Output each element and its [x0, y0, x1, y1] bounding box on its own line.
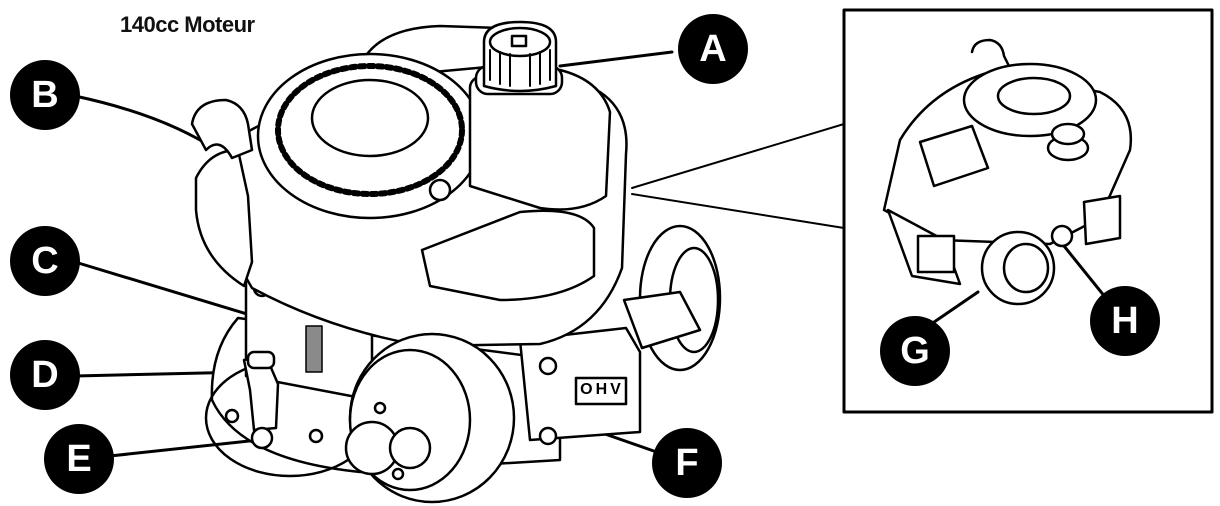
callout-b: B [10, 60, 80, 130]
callout-g: G [880, 316, 950, 386]
bolt [538, 426, 558, 446]
ohv-badge-frame [574, 376, 628, 406]
base-bolt [224, 408, 240, 424]
inset-fuel-cap-top [1050, 122, 1086, 146]
drain-plug [250, 426, 274, 450]
starter-handle [190, 98, 254, 160]
callout-a: A [678, 14, 748, 84]
zoom-line-bottom [631, 193, 845, 229]
callout-e: E [44, 424, 114, 494]
label-plate [305, 325, 323, 373]
leader-b [73, 94, 202, 142]
inset-frame [842, 8, 1214, 414]
filter-bolt [373, 401, 387, 415]
inset-starter-handle [970, 38, 1014, 74]
ohv-badge: OHV [580, 381, 624, 398]
inset-bracket [1082, 194, 1122, 246]
carburettor-block [518, 326, 642, 442]
bolt [428, 178, 452, 202]
fuel-cap-slot [510, 34, 528, 48]
callout-d: D [10, 340, 80, 410]
dipstick-cap [246, 350, 276, 370]
recoil-center [310, 78, 430, 158]
fuel-cap-grip [489, 49, 551, 87]
inset-bolt [1050, 224, 1074, 248]
callout-c: C [10, 226, 80, 296]
leader-e [108, 438, 260, 458]
side-cover [194, 148, 254, 288]
bolt [538, 356, 558, 376]
inset-filter-face [1002, 242, 1050, 294]
main-engine [190, 20, 722, 504]
filter-hub-right [388, 426, 432, 470]
filter-bolt [391, 467, 405, 481]
callout-h: H [1090, 286, 1160, 356]
callout-f: F [652, 428, 722, 498]
inset-engine [882, 38, 1133, 306]
zoom-line-top [631, 123, 845, 189]
inset-panel [918, 124, 990, 188]
inset-carb [916, 234, 956, 274]
inset-recoil-center [996, 76, 1072, 116]
base-bolt [308, 428, 324, 444]
shroud-panel [420, 209, 596, 302]
leader-a [558, 50, 674, 68]
throttle-lever [622, 290, 702, 350]
fuel-cap-top [488, 26, 552, 58]
diagram-title: 140cc Moteur [120, 12, 255, 37]
